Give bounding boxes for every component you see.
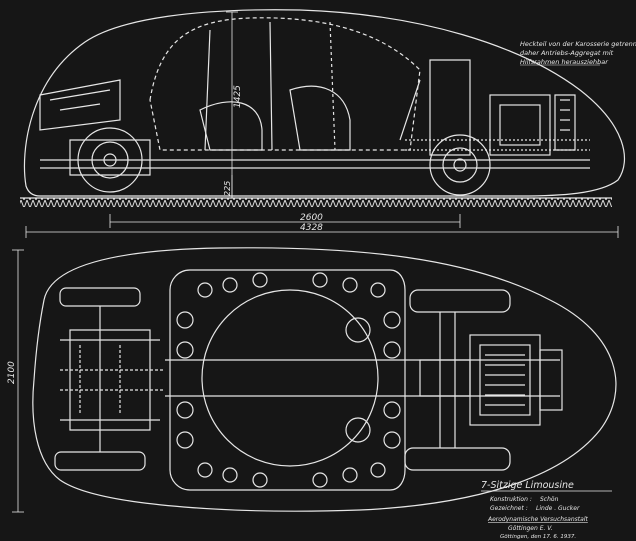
gezeichnet-signature: Linde . Gucker — [536, 505, 580, 512]
clearance-dimension-label: 225 — [223, 181, 232, 196]
konstruktion-label: Konstruktion : — [490, 496, 532, 503]
height-dimension-label: 1425 — [233, 85, 243, 108]
plan-longitudinal-rails — [165, 359, 560, 397]
plan-central-disc — [201, 289, 379, 467]
date-line: Göttingen, den 17. 6. 1937. — [500, 534, 576, 540]
plan-front-wheel-bottom — [54, 451, 146, 471]
side-door-rear — [329, 21, 336, 151]
side-front-mechanism — [39, 79, 151, 176]
side-window-outline — [149, 17, 421, 151]
height-dimension — [226, 11, 238, 198]
note-line-2: daher Antriebs-Aggregat mit — [520, 49, 614, 57]
side-door-front — [204, 21, 273, 151]
side-engine-block — [489, 94, 551, 156]
plan-rear-wheel-top — [409, 289, 511, 313]
side-seat-front — [199, 101, 263, 151]
note-line-1: Heckteil von der Karosserie getrennt, — [520, 40, 636, 48]
side-chassis-rail — [40, 159, 590, 169]
side-rear-wheel — [429, 134, 491, 196]
plan-rear-wheel-bottom — [404, 447, 511, 471]
institute-line-1: Aerodynamische Versuchsanstalt — [487, 516, 588, 523]
width-dimension-label: 2100 — [7, 361, 17, 384]
ground-line — [20, 198, 612, 207]
plan-central-frame — [169, 269, 406, 491]
plan-front-wheel-top — [59, 287, 141, 307]
gezeichnet-label: Gezeichnet : — [490, 505, 528, 512]
overall-length-label: 4328 — [300, 223, 323, 233]
plan-front-axle — [60, 306, 160, 452]
side-view — [23, 9, 626, 197]
konstruktion-signature: Schön — [540, 496, 559, 503]
side-body-outline — [23, 9, 626, 197]
title-block-title: 7-Sitzige Limousine — [481, 480, 574, 491]
length-dimensions — [25, 214, 619, 238]
plan-view — [12, 247, 617, 513]
institute-line-2: Göttingen E. V. — [508, 525, 553, 532]
wheelbase-label: 2600 — [300, 213, 323, 223]
side-seat-rear — [289, 85, 351, 151]
plan-frame-holes — [176, 272, 401, 488]
plan-body-outline — [32, 247, 617, 512]
side-front-wheel — [77, 127, 143, 193]
title-block: 7-Sitzige Limousine Konstruktion : Schön… — [481, 480, 612, 540]
note-line-3: Hilfsrahmen herausziehbar — [520, 58, 609, 66]
